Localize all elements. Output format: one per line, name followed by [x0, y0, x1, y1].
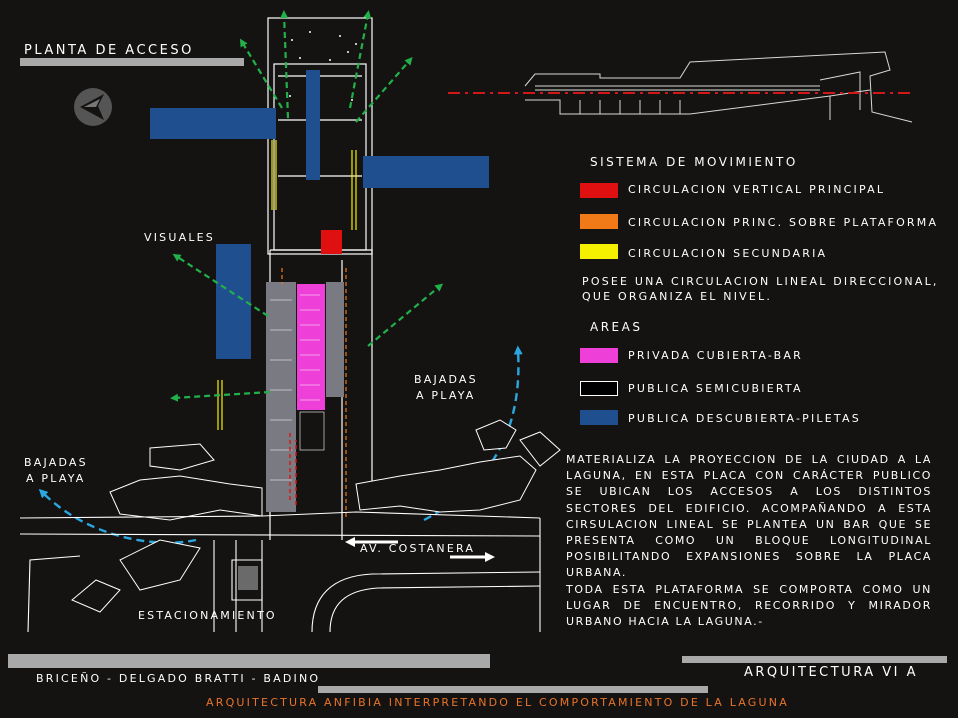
- legend-swatch-bar: [580, 348, 618, 363]
- label-bajadas-left-1: BAJADAS: [24, 456, 88, 469]
- visual-arrows: [170, 10, 444, 402]
- label-visuales: VISUALES: [144, 231, 215, 244]
- legend-areas-title: AREAS: [590, 320, 643, 334]
- bar-private-covered: [297, 284, 325, 410]
- legend-swatch-vertical: [580, 183, 618, 198]
- page-title: PLANTA DE ACCESO: [24, 43, 194, 58]
- legend-label-pools: PUBLICA DESCUBIERTA-PILETAS: [628, 412, 861, 425]
- legend-swatch-semicovered: [580, 381, 618, 396]
- north-arrow-icon: [74, 88, 112, 126]
- legend-label-semicovered: PUBLICA SEMICUBIERTA: [628, 382, 803, 395]
- shoreline-rocks: [71, 419, 561, 613]
- legend-swatch-secondary: [580, 244, 618, 259]
- description-paragraph-1: MATERIALIZA LA PROYECCION DE LA CIUDAD A…: [566, 453, 932, 580]
- description-text: MATERIALIZA LA PROYECCION DE LA CIUDAD A…: [566, 452, 932, 630]
- pier-texture: [289, 31, 357, 101]
- semicovered-strip-2: [326, 282, 344, 397]
- footer-bar-left: [8, 654, 490, 668]
- label-bajadas-right-1: BAJADAS: [414, 373, 478, 386]
- legend-label-vertical: CIRCULACION VERTICAL PRINCIPAL: [628, 183, 886, 196]
- footer-subtitle: ARQUITECTURA ANFIBIA INTERPRETANDO EL CO…: [206, 696, 789, 709]
- description-paragraph-2: TODA ESTA PLATAFORMA SE COMPORTA COMO UN…: [566, 582, 932, 629]
- legend-swatch-platform: [580, 214, 618, 229]
- urban-grid: [19, 511, 541, 633]
- legend-label-bar: PRIVADA CUBIERTA-BAR: [628, 349, 803, 362]
- legend-movement-note-1: POSEE UNA CIRCULACION LINEAL DIRECCIONAL…: [582, 275, 939, 288]
- building-elevation: [524, 51, 913, 123]
- legend-movement-title: SISTEMA DE MOVIMIENTO: [590, 155, 798, 169]
- label-bajadas-left-2: A PLAYA: [26, 472, 86, 485]
- bar-furniture: [270, 294, 325, 481]
- legend-movement-note-2: QUE ORGANIZA EL NIVEL.: [582, 290, 773, 303]
- footer-bar-right: [682, 656, 947, 663]
- footer-course: ARQUITECTURA VI A: [744, 665, 918, 680]
- avenue-arrows: [345, 537, 495, 562]
- header-bar: [20, 58, 244, 66]
- semicovered-strip: [266, 282, 296, 512]
- label-estacionamiento: ESTACIONAMIENTO: [138, 609, 277, 622]
- parking-block: [238, 566, 258, 590]
- legend-swatch-pools: [580, 410, 618, 425]
- footer-bar-center: [318, 686, 708, 693]
- footer-authors: BRICEÑO - DELGADO BRATTI - BADINO: [36, 672, 321, 685]
- pools-public-open: [150, 70, 489, 359]
- vertical-circulation-arrows: [289, 430, 297, 505]
- main-platform-circulation: [281, 268, 347, 520]
- legend-label-platform: CIRCULACION PRINC. SOBRE PLATAFORMA: [628, 216, 939, 229]
- legend-label-secondary: CIRCULACION SECUNDARIA: [628, 247, 828, 260]
- label-av-costanera: AV. COSTANERA: [360, 542, 476, 555]
- label-bajadas-right-2: A PLAYA: [416, 389, 476, 402]
- vertical-circulation-block: [321, 230, 342, 254]
- secondary-circulation: [217, 140, 357, 430]
